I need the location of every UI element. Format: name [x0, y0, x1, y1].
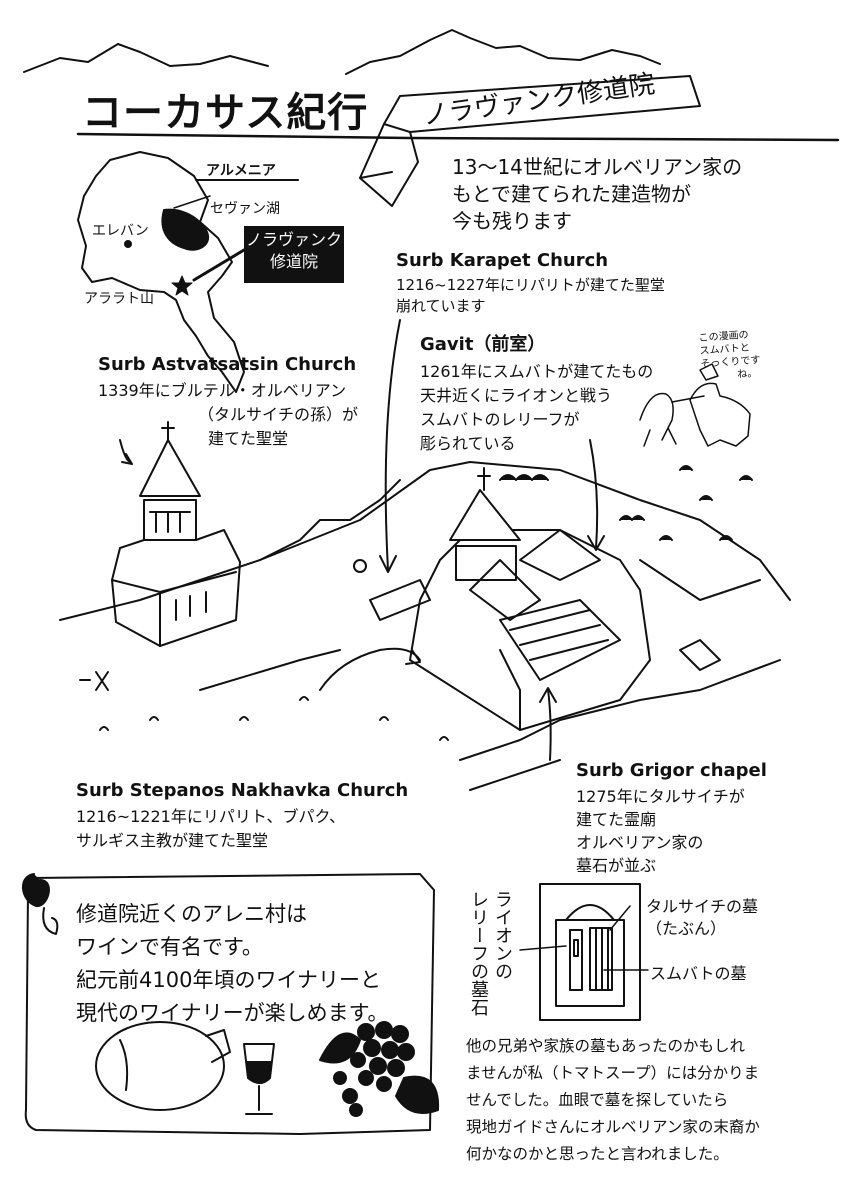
gavit-name: Gavit（前室） — [420, 334, 546, 355]
tomb-lion-label: ライオンの レリーフの墓石 — [466, 890, 514, 1016]
manga-note: この漫画の スムバトと そっくりです ね。 — [698, 328, 761, 384]
gavit-line: スムバトのレリーフが — [420, 410, 580, 429]
monastery-complex-drawing — [59, 461, 791, 791]
page-title: コーカサス紀行 — [82, 90, 369, 136]
bottom-note-line: 何かなのかと思ったと言われました。 — [466, 1145, 729, 1163]
gavit-line: 1261年にスムバトが建てたもの — [420, 362, 654, 381]
astvatsatsin-label: Surb Astvatsatsin Church 1339年にブルテル・オルベリ… — [98, 354, 358, 451]
grigor-line: 1275年にタルサイチが — [576, 787, 745, 806]
wine-glass-drawing — [243, 1043, 275, 1115]
map-tag-noravank: ノラヴァンク 修道院 — [244, 226, 344, 283]
tag-line: ノラヴァンク — [245, 230, 342, 249]
stepanos-label: Surb Stepanos Nakhavka Church 1216~1221年… — [76, 780, 408, 853]
astvatsatsin-church-drawing — [111, 421, 241, 647]
map-label-yerevan: エレバン — [92, 223, 149, 239]
label-arrows — [379, 319, 605, 761]
amphora-drawing — [95, 1021, 231, 1111]
karapet-label: Surb Karapet Church 1216~1227年にリパリトが建てた聖… — [396, 250, 665, 317]
stepanos-line: 1216~1221年にリパリト、ブパク、 — [76, 807, 346, 826]
tag-line: 修道院 — [269, 252, 318, 271]
karapet-line: 1216~1227年にリパリトが建てた聖堂 — [396, 276, 665, 294]
intro-line: もとで建てられた建造物が — [452, 182, 691, 206]
bottom-note-line: 現地ガイドさんにオルベリアン家の末裔か — [466, 1118, 760, 1136]
gavit-label: Gavit（前室） 1261年にスムバトが建てたもの 天井近くにライオンと戦う … — [420, 330, 653, 456]
grigor-name: Surb Grigor chapel — [576, 760, 767, 781]
karapet-name: Surb Karapet Church — [396, 250, 609, 271]
map-label-armenia: アルメニア — [206, 163, 276, 179]
tomb-tarsaich-label: タルサイチの墓 （たぶん） — [646, 896, 758, 940]
yerevan-marker — [124, 240, 132, 248]
bottom-note-line: せんでした。血眼で墓を探していたら — [466, 1091, 729, 1109]
grigor-line: 建てた霊廟 — [576, 810, 657, 829]
bottom-note-line: ませんが私（トマトスープ）には分かりま — [466, 1064, 760, 1082]
tomb-tarsaich-line: タルサイチの墓 — [646, 897, 759, 916]
intro-text: 13～14世紀にオルベリアン家の もとで建てられた建造物が 今も残ります — [452, 154, 742, 235]
mountains-top-drawing — [23, 29, 661, 75]
title-underline — [76, 132, 840, 142]
gavit-line: 天井近くにライオンと戦う — [420, 386, 613, 405]
intro-line: 今も残ります — [452, 209, 572, 233]
grigor-label: Surb Grigor chapel 1275年にタルサイチが 建てた霊廟 オル… — [576, 760, 767, 877]
astvatsatsin-line: 1339年にブルテル・オルベリアン — [98, 381, 347, 400]
map-label-ararat: アララト山 — [84, 291, 154, 307]
wine-line: ワインで有名です。 — [76, 935, 263, 959]
astvatsatsin-line: 建てた聖堂 — [208, 429, 289, 448]
stepanos-line: サルギス主教が建てた聖堂 — [76, 831, 269, 850]
astvatsatsin-name: Surb Astvatsatsin Church — [98, 354, 357, 375]
karapet-line: 崩れています — [396, 297, 486, 315]
astvatsatsin-line: （タルサイチの孫）が — [198, 405, 359, 424]
wine-line: 紀元前4100年頃のワイナリーと — [76, 968, 382, 992]
bottom-note-line: 他の兄弟や家族の墓もあったのかもしれ — [466, 1037, 746, 1055]
tomb-smbat-label: スムバトの墓 — [650, 964, 747, 983]
intro-line: 13～14世紀にオルベリアン家の — [452, 155, 743, 179]
lake-sevan — [161, 208, 209, 251]
tomb-tarsaich-line: （たぶん） — [646, 919, 727, 938]
grigor-line: 墓石が並ぶ — [576, 856, 657, 875]
wine-line: 修道院近くのアレニ村は — [76, 902, 307, 926]
grigor-line: オルベリアン家の — [576, 833, 704, 852]
tomb-lion-line: ライオンの — [492, 890, 513, 980]
noravank-star — [171, 275, 193, 296]
lion-fight-sketch — [639, 363, 751, 447]
ribbon-banner — [359, 75, 701, 207]
map-label-sevan: セヴァン湖 — [210, 201, 280, 217]
gavit-line: 彫られている — [420, 434, 516, 453]
wine-line: 現代のワイナリーが楽しめます。 — [76, 1001, 389, 1025]
stepanos-name: Surb Stepanos Nakhavka Church — [76, 780, 409, 801]
grapes-drawing — [319, 1021, 440, 1117]
armenia-map-outline — [77, 151, 299, 393]
bottom-note: 他の兄弟や家族の墓もあったのかもしれ ませんが私（トマトスープ）には分かりま せ… — [466, 1033, 796, 1168]
wine-box-text: 修道院近くのアレニ村は ワインで有名です。 紀元前4100年頃のワイナリーと 現… — [76, 898, 438, 1030]
tomb-lion-line: レリーフの墓石 — [468, 890, 489, 1016]
tomb-plan-drawing — [519, 883, 649, 1021]
